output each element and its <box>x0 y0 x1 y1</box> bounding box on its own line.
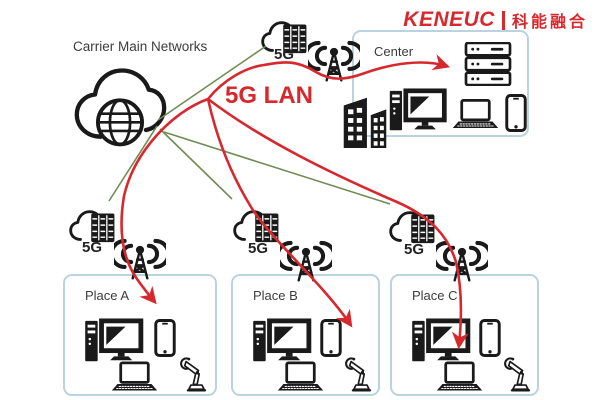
node-5g-label: 5G <box>82 239 103 256</box>
brand-logo: KENEUC 科能融合 <box>403 8 588 32</box>
robot-arm-icon <box>337 356 379 392</box>
node-5g-right: 5G <box>386 204 496 284</box>
green-link-middle-node <box>159 128 233 200</box>
phone-icon <box>504 93 528 133</box>
antenna-icon <box>280 238 332 282</box>
node-5g-left: 5G <box>66 203 176 283</box>
antenna-icon <box>114 236 166 280</box>
carrier-network-label: Carrier Main Networks <box>73 39 208 54</box>
place-b-label: Place B <box>253 288 298 303</box>
laptop-icon <box>277 361 324 394</box>
phone-icon <box>478 318 502 358</box>
laptop-icon <box>452 96 499 134</box>
phone-icon <box>153 318 177 358</box>
robot-arm-icon <box>496 356 538 392</box>
node-5g-label: 5G <box>404 241 425 258</box>
place-b-box: Place B <box>231 274 380 396</box>
node-5g-label: 5G <box>274 46 295 63</box>
desktop-pc-icon <box>410 318 472 366</box>
place-a-label: Place A <box>85 288 130 303</box>
laptop-icon <box>436 361 483 394</box>
phone-icon <box>319 318 343 358</box>
brand-logo-divider <box>501 10 505 30</box>
node-5g-label: 5G <box>248 240 269 257</box>
carrier-cloud-globe-icon <box>72 63 168 149</box>
robot-arm-icon <box>172 356 214 392</box>
node-5g-top: 5G <box>258 14 368 90</box>
server-rack-icon <box>464 42 512 86</box>
brand-logo-text-cn: 科能融合 <box>511 14 588 31</box>
antenna-icon <box>308 38 360 82</box>
center-box-label: Center <box>374 44 414 59</box>
laptop-icon <box>111 361 158 394</box>
place-c-box: Place C <box>390 274 539 396</box>
desktop-pc-icon <box>388 88 448 135</box>
place-a-box: Place A <box>63 274 217 396</box>
place-c-label: Place C <box>412 288 458 303</box>
5g-lan-label: 5G LAN <box>225 82 314 109</box>
antenna-icon <box>436 238 488 282</box>
node-5g-middle: 5G <box>230 203 340 283</box>
building-icon <box>336 90 394 150</box>
desktop-pc-icon <box>251 318 313 366</box>
desktop-pc-icon <box>83 318 145 366</box>
brand-logo-text-en: KENEUC <box>403 8 495 31</box>
